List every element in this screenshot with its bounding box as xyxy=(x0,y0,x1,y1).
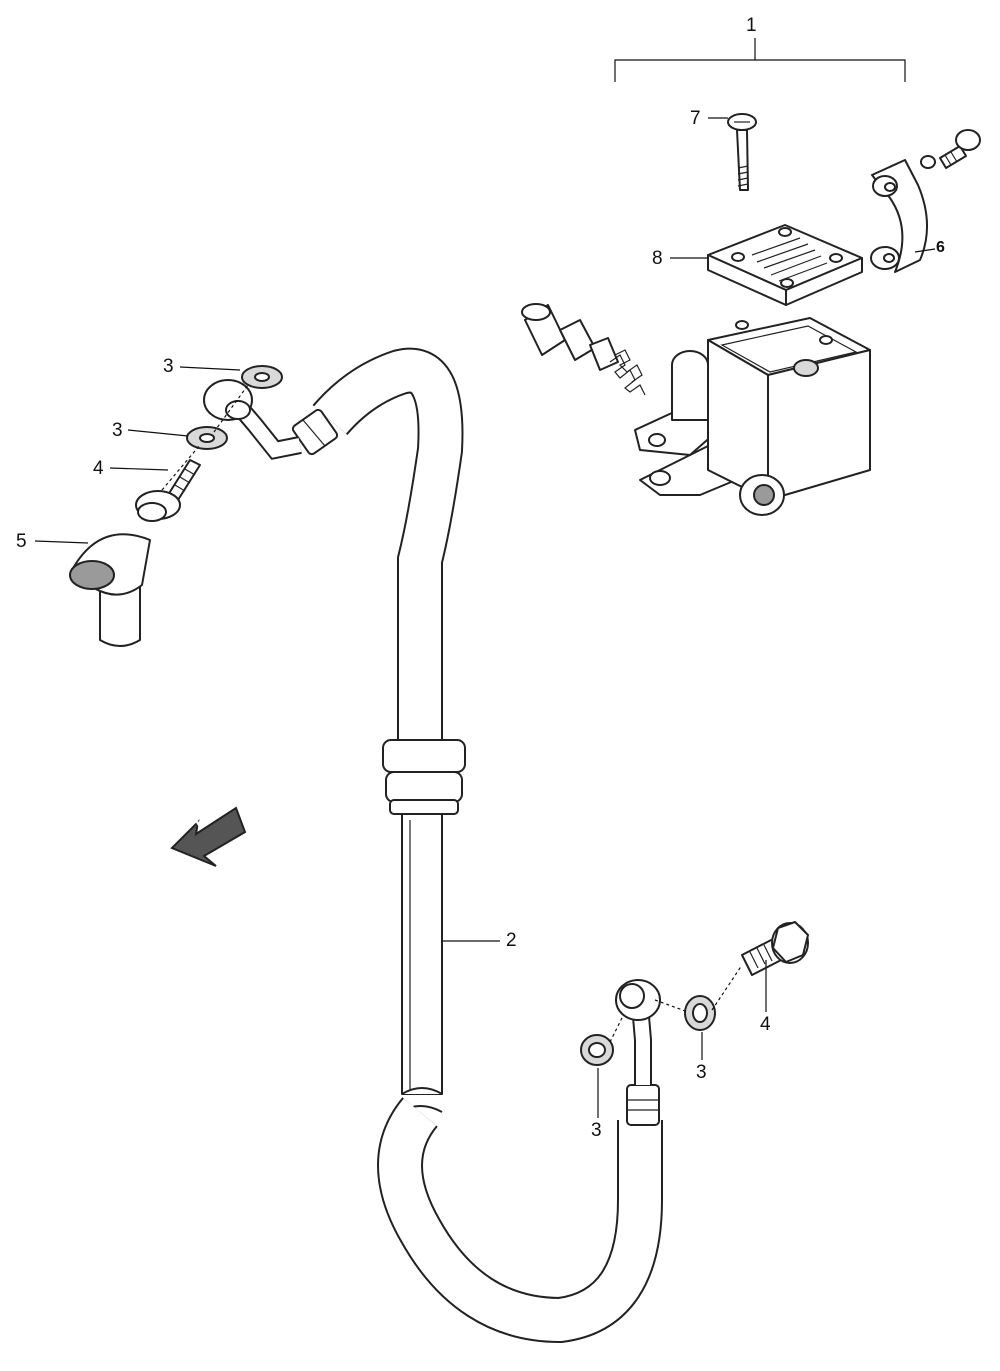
callout-6: 6 xyxy=(936,239,945,256)
callout-1: 1 xyxy=(746,15,757,36)
reservoir-cover xyxy=(707,224,863,306)
handlebar-clamp xyxy=(870,159,929,273)
callout-2: 2 xyxy=(506,930,517,951)
lower-banjo-fitting xyxy=(615,979,661,1021)
forward-arrow-icon xyxy=(170,806,247,867)
clamp-bolt xyxy=(920,129,981,169)
callout-4-left: 4 xyxy=(93,458,104,479)
upper-banjo-fitting xyxy=(203,379,253,421)
upper-washer-mid xyxy=(186,426,228,450)
callout-3-top: 3 xyxy=(163,356,174,377)
callout-4-right: 4 xyxy=(760,1014,771,1035)
upper-banjo-bolt xyxy=(135,459,201,522)
brake-hose xyxy=(231,347,663,1344)
callout-3-bottom-right: 3 xyxy=(696,1062,707,1083)
upper-washer-top xyxy=(241,365,283,389)
piston-spring-assembly xyxy=(521,303,646,396)
assembly-bracket xyxy=(614,38,906,82)
cap-screw xyxy=(727,113,757,191)
callout-7: 7 xyxy=(690,108,701,129)
callout-3-bottom-left: 3 xyxy=(591,1120,602,1141)
callout-5: 5 xyxy=(16,531,27,552)
callout-3-mid: 3 xyxy=(112,420,123,441)
lower-washer-left xyxy=(580,1034,614,1066)
callout-8: 8 xyxy=(652,248,663,269)
boot-cap xyxy=(69,533,151,647)
lower-washer-right xyxy=(684,995,716,1031)
lower-banjo-bolt xyxy=(741,921,809,976)
master-cylinder-body xyxy=(634,317,871,516)
